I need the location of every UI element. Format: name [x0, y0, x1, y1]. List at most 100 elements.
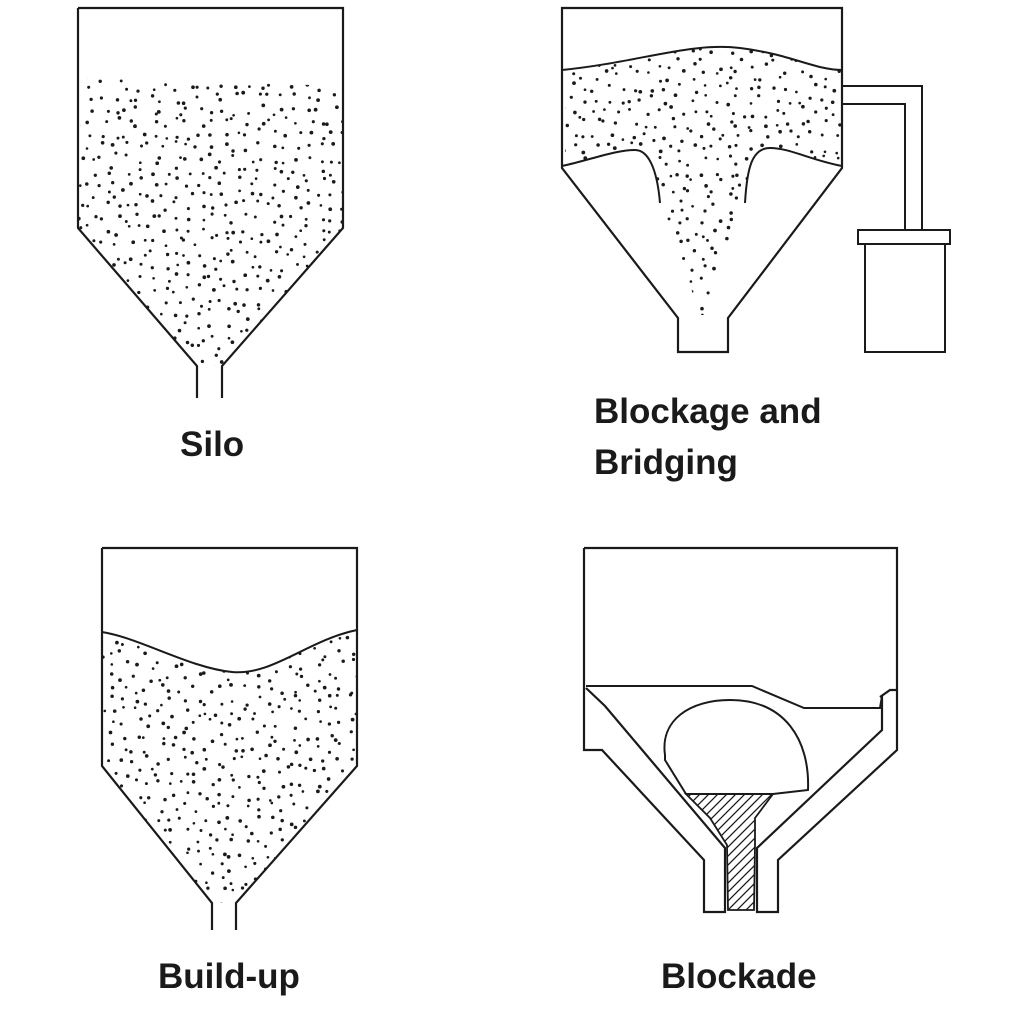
- particle: [143, 238, 147, 242]
- particle: [796, 249, 799, 253]
- particle: [726, 39, 730, 43]
- particle: [171, 290, 175, 294]
- particle: [190, 750, 195, 755]
- particle: [94, 215, 98, 219]
- particle: [318, 679, 321, 683]
- particle: [268, 346, 272, 351]
- particle: [777, 184, 781, 189]
- particle: [558, 215, 561, 218]
- particle: [171, 867, 175, 871]
- particle: [130, 866, 134, 870]
- particle: [567, 225, 571, 229]
- particle: [133, 320, 137, 324]
- particle: [155, 661, 159, 665]
- particle: [292, 295, 297, 299]
- particle: [601, 242, 606, 247]
- particle: [183, 106, 187, 110]
- particle: [644, 125, 648, 129]
- particle: [231, 154, 235, 157]
- particle: [831, 113, 835, 117]
- particle: [581, 207, 586, 212]
- particle: [577, 60, 581, 64]
- particle: [138, 161, 142, 165]
- particle: [259, 158, 263, 162]
- particle: [179, 236, 183, 240]
- particle: [251, 856, 255, 860]
- particle: [309, 130, 314, 135]
- particle: [150, 199, 155, 203]
- particle: [802, 181, 807, 186]
- particle: [560, 205, 563, 208]
- particle: [742, 115, 747, 119]
- particle: [256, 274, 260, 278]
- particle: [703, 84, 707, 87]
- particle: [126, 291, 130, 296]
- particle: [673, 93, 678, 98]
- particle: [824, 307, 827, 311]
- particle: [304, 880, 308, 884]
- particle: [590, 135, 594, 138]
- particle: [555, 243, 559, 247]
- particle: [151, 667, 155, 670]
- particle: [166, 725, 170, 730]
- particle: [699, 276, 703, 280]
- particle: [746, 281, 750, 285]
- bridging-collector-lid: [857, 229, 951, 245]
- particle: [158, 678, 162, 682]
- particle: [669, 144, 673, 148]
- particle: [324, 901, 328, 903]
- particle: [214, 165, 218, 170]
- particle: [152, 276, 155, 280]
- particle: [640, 217, 644, 221]
- particle: [74, 356, 77, 359]
- particle: [150, 94, 155, 98]
- particle: [142, 750, 146, 754]
- particle: [739, 230, 743, 235]
- particle: [138, 768, 142, 772]
- particle: [258, 286, 262, 290]
- particle: [155, 161, 160, 166]
- particle: [733, 94, 737, 98]
- particle: [667, 66, 671, 70]
- particle: [282, 908, 285, 911]
- particle: [171, 363, 176, 366]
- particle: [304, 217, 308, 221]
- particle: [217, 653, 222, 658]
- particle: [321, 658, 325, 662]
- particle: [245, 651, 249, 655]
- particle: [685, 174, 689, 178]
- particle: [190, 191, 195, 196]
- particle: [284, 72, 287, 75]
- particle: [639, 261, 643, 265]
- particle: [103, 825, 107, 829]
- particle: [73, 110, 76, 113]
- particle: [144, 754, 149, 758]
- particle: [657, 301, 661, 305]
- particle: [262, 724, 266, 728]
- particle: [314, 854, 319, 858]
- particle: [135, 699, 140, 704]
- particle: [222, 171, 226, 175]
- particle: [229, 905, 232, 908]
- particle: [625, 172, 629, 175]
- particle: [291, 107, 296, 111]
- particle: [649, 94, 654, 98]
- particle: [217, 298, 221, 303]
- particle: [188, 172, 192, 176]
- particle: [819, 173, 824, 177]
- particle: [657, 37, 661, 41]
- particle: [331, 179, 336, 184]
- particle: [179, 662, 184, 667]
- particle: [162, 737, 166, 740]
- particle: [594, 179, 599, 183]
- particle: [142, 865, 146, 869]
- particle: [217, 801, 221, 805]
- particle: [350, 892, 354, 897]
- particle: [258, 886, 261, 890]
- particle: [83, 249, 87, 253]
- particle: [801, 70, 805, 74]
- particle: [657, 222, 661, 227]
- particle: [282, 336, 286, 340]
- particle: [748, 316, 751, 319]
- particle: [139, 717, 143, 721]
